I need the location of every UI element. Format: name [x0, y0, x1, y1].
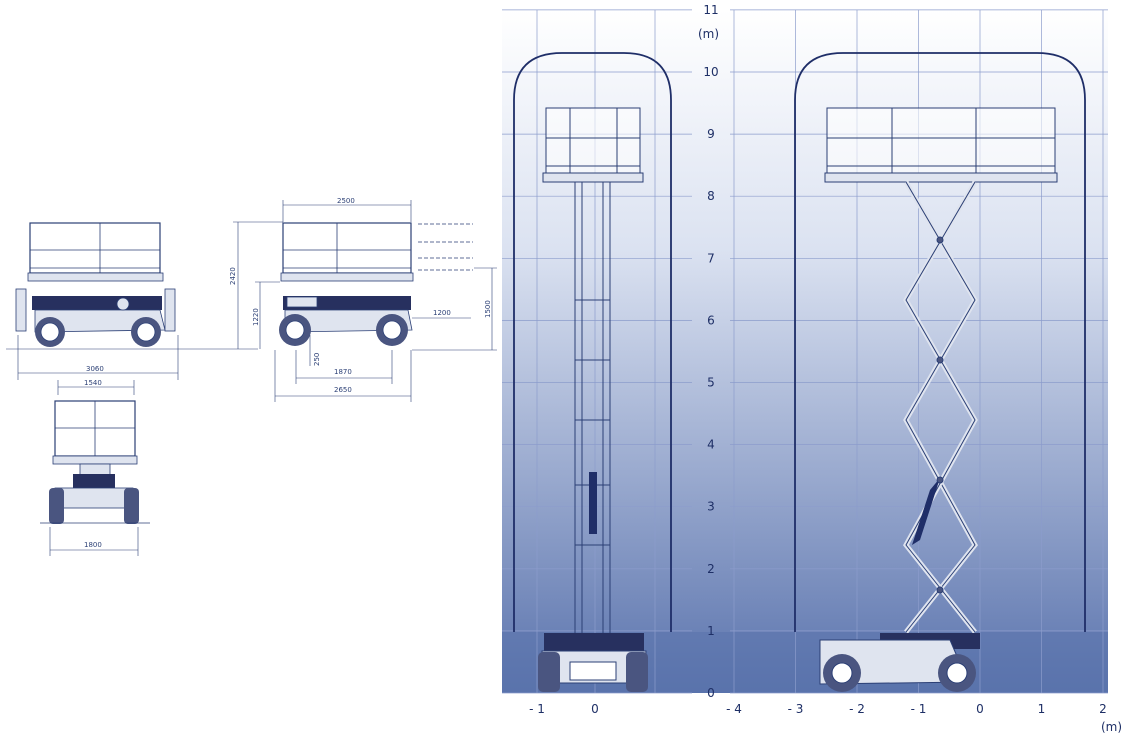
- y-tick-0: 0: [707, 686, 715, 700]
- side-view-drawing: [279, 222, 473, 346]
- y-tick-3: 3: [707, 500, 715, 514]
- lift-side-view: [819, 107, 1058, 692]
- y-tick-9: 9: [707, 127, 715, 141]
- front-view-drawing: [40, 400, 150, 524]
- x-tick-right-3: - 1: [911, 702, 927, 716]
- dim-width-3060: 3060: [86, 365, 104, 373]
- dim-lines-rear: [6, 335, 258, 395]
- dim-track-1800: 1800: [84, 541, 102, 549]
- working-envelope-front: [513, 52, 672, 632]
- dim-length-2500: 2500: [337, 197, 355, 205]
- working-envelope-side: [794, 52, 1086, 632]
- y-tick-8: 8: [707, 189, 715, 203]
- dim-height-2420: 2420: [229, 267, 237, 285]
- y-tick-10: 10: [703, 65, 718, 79]
- dim-lines-front: [49, 527, 139, 556]
- x-tick-right-1: - 3: [788, 702, 804, 716]
- y-tick-11: 11: [703, 3, 718, 17]
- x-tick-right-0: - 4: [726, 702, 742, 716]
- dim-width-1540: 1540: [84, 379, 102, 387]
- y-tick-4: 4: [707, 438, 715, 452]
- rear-view-drawing: [15, 222, 176, 347]
- dim-ext-1200: 1200: [433, 309, 451, 317]
- dim-length-2650: 2650: [334, 386, 352, 394]
- lift-front-view: [538, 107, 648, 692]
- x-tick-left-0: - 1: [529, 702, 545, 716]
- x-tick-right-6: 2: [1099, 702, 1107, 716]
- dim-height-1500: 1500: [484, 300, 492, 318]
- x-tick-right-2: - 2: [849, 702, 865, 716]
- dim-height-1220: 1220: [252, 308, 260, 326]
- y-tick-1: 1: [707, 624, 715, 638]
- y-tick-2: 2: [707, 562, 715, 576]
- y-tick-5: 5: [707, 376, 715, 390]
- axis-labels: 0 1 2 3 4 5 6 7 8 9 10 11 - 1 0 - 4 - 3 - 2 - 1 0 1 2: [529, 3, 1107, 716]
- x-tick-left-1: 0: [591, 702, 599, 716]
- y-tick-7: 7: [707, 251, 715, 265]
- dim-wheelbase-1870: 1870: [334, 368, 352, 376]
- y-unit-label: (m): [698, 27, 719, 41]
- dim-clearance-250: 250: [313, 353, 321, 366]
- x-tick-right-5: 1: [1038, 702, 1046, 716]
- x-unit-label: (m): [1101, 720, 1122, 733]
- y-tick-6: 6: [707, 313, 715, 327]
- x-tick-right-4: 0: [976, 702, 984, 716]
- dim-lines-side: [233, 200, 497, 402]
